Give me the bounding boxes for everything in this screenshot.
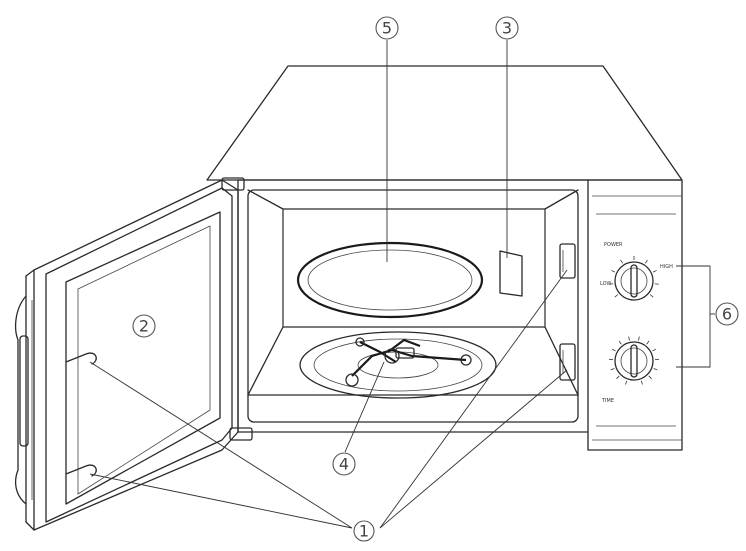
dial-tick xyxy=(640,380,643,385)
callout-3-label: 3 xyxy=(502,19,512,38)
svg-text:LOW: LOW xyxy=(600,281,612,287)
dial-tick xyxy=(611,348,616,352)
dial-tick xyxy=(652,270,657,273)
door-latch-hooks xyxy=(65,352,97,477)
dial-tick xyxy=(609,283,614,285)
callout-4: 4 xyxy=(332,452,356,476)
dial-tick xyxy=(611,270,616,273)
dial-tick xyxy=(638,336,640,341)
callout-5: 5 xyxy=(375,16,399,40)
leader-lines xyxy=(89,40,715,529)
timer-knob: TIME xyxy=(601,336,659,404)
callout-2: 2 xyxy=(132,314,156,338)
callout-4-label: 4 xyxy=(339,455,349,474)
door xyxy=(25,177,253,531)
callout-6-label: 6 xyxy=(722,305,732,324)
cabinet-body xyxy=(237,179,683,451)
dial-tick xyxy=(628,336,630,341)
dial-tick xyxy=(625,380,628,385)
cabinet-top xyxy=(206,65,683,181)
dial-tick xyxy=(653,368,658,371)
dial-tick xyxy=(616,375,620,380)
callout-1-label: 1 xyxy=(359,522,369,541)
dial-tick xyxy=(652,348,657,352)
oven-cavity xyxy=(247,189,579,423)
svg-text:POWER: POWER xyxy=(604,242,623,248)
svg-text:TIME: TIME xyxy=(601,398,614,404)
dial-tick xyxy=(618,340,622,345)
dial-tick xyxy=(610,368,615,371)
callout-3: 3 xyxy=(495,16,519,40)
callout-6: 6 xyxy=(715,302,739,326)
dial-tick xyxy=(620,259,624,264)
control-panel xyxy=(596,213,676,427)
dial-tick xyxy=(614,294,619,298)
svg-text:HIGH: HIGH xyxy=(660,264,673,270)
roller-ring-support xyxy=(345,337,472,387)
dial-tick xyxy=(648,375,652,380)
dial-tick xyxy=(649,294,654,298)
interlock-slot-lower xyxy=(559,343,576,381)
glass-tray xyxy=(296,241,484,319)
dial-tick xyxy=(644,259,648,264)
callout-2-label: 2 xyxy=(139,317,149,336)
waveguide-cover xyxy=(499,250,523,297)
power-knob: POWER HIGH LOW xyxy=(600,242,673,301)
door-handle xyxy=(14,295,33,505)
dial-tick xyxy=(646,340,650,345)
interlock-slot-upper xyxy=(559,243,576,279)
dial-tick xyxy=(654,283,659,285)
callout-1: 1 xyxy=(353,520,375,542)
callout-5-label: 5 xyxy=(382,19,392,38)
